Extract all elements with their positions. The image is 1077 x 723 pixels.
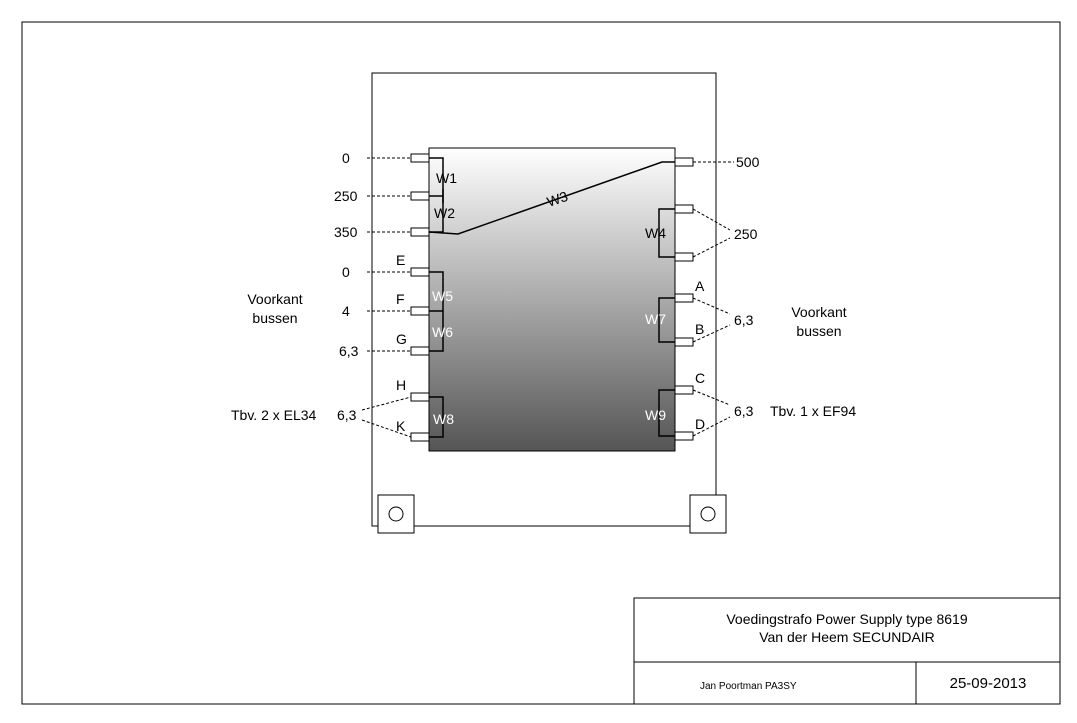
pin-left-k	[410, 432, 430, 442]
mounting-hole-right	[700, 506, 716, 522]
title-block	[633, 597, 1061, 705]
tap-label-left: 350	[334, 224, 358, 240]
pin-left-g	[410, 346, 430, 356]
winding-w8	[429, 396, 444, 438]
mounting-hole-left	[388, 506, 404, 522]
winding-label: W2	[434, 205, 455, 221]
tap-label-right: 6,3	[734, 403, 754, 419]
pin-letter: C	[695, 370, 705, 386]
tap-label-left: 4	[342, 303, 350, 319]
mounting-foot-right	[689, 494, 727, 534]
date-label: 25-09-2013	[950, 675, 1027, 692]
pin-letter: B	[695, 321, 704, 337]
drawing-frame	[21, 21, 1061, 705]
winding-w7	[658, 297, 675, 343]
tap-label-left: 0	[342, 264, 350, 280]
winding-w9	[658, 389, 675, 437]
pin-left-0	[410, 153, 430, 163]
tap-label-right: 500	[736, 154, 760, 170]
tap-label-left: 0	[342, 150, 350, 166]
transformer-core	[428, 147, 676, 452]
tap-label-right: 6,3	[734, 312, 754, 328]
winding-label: W4	[645, 225, 666, 241]
tap-label-left: 250	[334, 188, 358, 204]
title-line-1: Voedingstrafo Power Supply type 8619	[726, 611, 967, 627]
dashed-leads	[361, 157, 734, 438]
winding-label: W8	[433, 411, 454, 427]
winding-label: W6	[432, 324, 453, 340]
pin-letter: E	[396, 252, 405, 268]
pin-left-350	[410, 227, 430, 237]
winding-lines	[428, 157, 675, 438]
side-label-right: bussen	[796, 323, 841, 339]
title-line-2: Van der Heem SECUNDAIR	[759, 629, 935, 645]
pin-left-e	[410, 267, 430, 277]
pin-right-250a	[674, 204, 694, 214]
pin-letter: F	[396, 291, 405, 307]
pin-right-c	[674, 385, 694, 395]
tap-label-right: 250	[734, 226, 758, 242]
mounting-foot-left	[377, 494, 415, 534]
pin-letter: H	[396, 377, 406, 393]
pin-right-250b	[674, 252, 694, 262]
winding-label: W7	[645, 311, 666, 327]
tap-label-left: 6,3	[337, 407, 357, 423]
pin-letter: K	[396, 418, 406, 434]
tube-label-right: Tbv. 1 x EF94	[770, 403, 856, 419]
pin-right-d	[674, 431, 694, 441]
winding-label: W3	[545, 188, 570, 210]
pin-right-500	[674, 157, 694, 167]
winding-w4	[658, 208, 675, 258]
pin-right-b	[674, 337, 694, 347]
tube-label-left: Tbv. 2 x EL34	[231, 407, 317, 423]
author-label: Jan Poortman PA3SY	[700, 681, 797, 692]
side-label-left: bussen	[252, 310, 297, 326]
pin-letter: A	[695, 278, 705, 294]
side-label-left: Voorkant	[247, 291, 302, 307]
pin-right-a	[674, 293, 694, 303]
winding-w3	[428, 161, 675, 235]
pin-letter: D	[695, 416, 705, 432]
tap-label-left: 6,3	[339, 343, 359, 359]
pin-left-h	[410, 392, 430, 402]
side-label-right: Voorkant	[791, 304, 846, 320]
pin-left-f	[410, 306, 430, 316]
winding-label: W5	[432, 288, 453, 304]
pin-letter: G	[396, 331, 407, 347]
winding-label: W9	[645, 407, 666, 423]
winding-label: W1	[436, 170, 457, 186]
pin-left-250	[410, 191, 430, 201]
